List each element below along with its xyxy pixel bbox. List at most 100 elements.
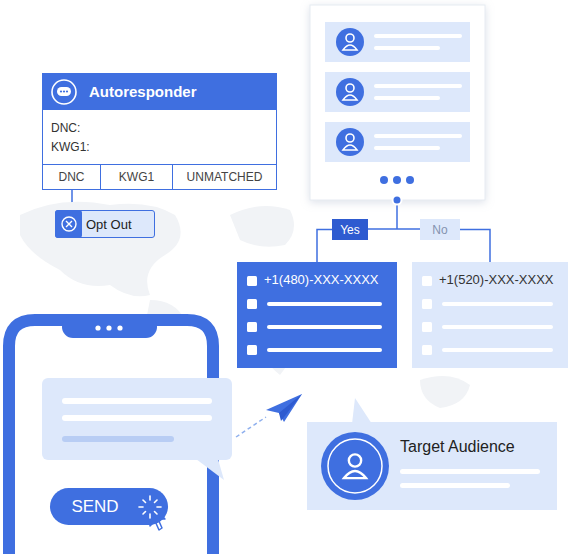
contact-row-part [343,45,357,50]
node-text: KWG1: [51,140,90,154]
contact-row-part [374,46,440,50]
contact-row-part [325,122,470,162]
node-box: No [420,219,460,240]
keyword-tab: KWG1 [101,165,173,189]
node-icon-part [55,210,82,238]
node-box: Yes [332,219,368,240]
node-icon-part [66,221,72,227]
keyword-tab: DNC [43,165,101,189]
contact-row-part [325,72,470,112]
keyword-tab: UNMATCHED [173,165,276,189]
node-box: SEND [50,488,168,525]
node-icon-part [349,454,361,466]
node-text: Autoresponder [89,83,197,100]
node-text: SEND [71,497,118,517]
node-icon-part-part [157,506,161,508]
node-icon-part [442,325,553,329]
autoresponder-card-part: DNC: [51,121,80,135]
contact-row-part [346,84,354,92]
node-icon-part [400,483,510,488]
node-icon [307,422,557,510]
node-icon-part [422,299,432,309]
contact-row [325,122,470,162]
node-icon-part [267,302,382,306]
node-icon-part [328,439,382,493]
chat-bubble [42,378,232,480]
node-icon-part [62,217,76,231]
contact-row-part [374,146,440,150]
node-icon-part-part [143,512,146,515]
node-box: +1(520)-XXX-XXXX [412,262,568,368]
contact-list-card [310,5,485,200]
phone-part [106,325,111,330]
node-icon-part [321,432,389,500]
contact-row-part [346,34,354,42]
contact-row-part [374,134,462,138]
world-map-part [20,202,181,297]
node-text: UNMATCHED [187,170,263,184]
audience-bubble-tail [352,398,372,424]
chat-bubble-part [42,378,232,460]
chat-bubble-part [196,459,224,480]
node-icon-part [442,348,553,352]
node-icon-part [344,471,366,478]
paper-plane-part [279,394,302,421]
autoresponder-card-part: Autoresponder [89,83,197,100]
node-box-part: +1(520)-XXX-XXXX [439,272,554,287]
node-text: Yes [340,223,360,237]
node-box-part: +1(480)-XXX-XXXX [264,272,379,287]
contact-row-part [343,95,357,100]
node-box-part: Target Audience [400,438,515,456]
node-icon-part [52,80,76,104]
node-text: +1(520)-XXX-XXXX [439,272,554,287]
node-icon-part [139,496,161,518]
phone-part [62,316,157,338]
node-icon-part [247,322,257,332]
node-text: Opt Out [86,217,132,232]
contact-row-part [374,84,462,88]
contact-row-part [336,128,364,156]
node-icon-part [422,276,432,286]
paper-plane-part [266,394,302,422]
node-icon-part [267,325,382,329]
node-icon-part-part [149,496,151,500]
chat-bubble-part [62,436,174,442]
contact-list-card-part [380,176,388,184]
contact-row-part [336,78,364,106]
contact-row-part [325,22,470,62]
node-icon-part [66,90,68,92]
contact-row-part [336,28,364,56]
node-icon-part-part [139,506,143,508]
node-text: KWG1 [119,170,154,184]
connector [317,230,332,263]
connector [460,230,490,263]
node-text: +1(480)-XXX-XXXX [264,272,379,287]
phone-part [117,325,122,330]
contact-row [325,72,470,112]
phone-part [95,325,100,330]
node-icon-part [422,345,432,355]
node-box: Target Audience [307,422,557,510]
node-text: Target Audience [400,438,515,455]
node-text: No [432,223,447,237]
node-text: DNC: [51,121,80,135]
chat-bubble-part [62,398,212,404]
node-icon-part [63,90,65,92]
autoresponder-card: AutoresponderDNC: KWG1: DNC KWG1 UNMATCHED [42,73,277,190]
paper-plane [266,394,302,422]
contact-row-part [374,96,440,100]
contact-row-part [343,145,357,150]
node-icon-part-part [155,512,158,515]
node-icon-part [247,276,257,286]
contact-row-part [346,134,354,142]
node-box: Opt Out [55,210,155,238]
world-map-part [230,206,294,247]
chat-bubble-part [62,415,212,421]
flight-path [236,417,266,437]
node-icon-part-part [143,500,146,503]
autoresponder-card-part: KWG1: [51,140,90,154]
node-icon-part-part [149,514,151,518]
contact-list-card-part [393,176,401,184]
contact-row [325,22,470,62]
